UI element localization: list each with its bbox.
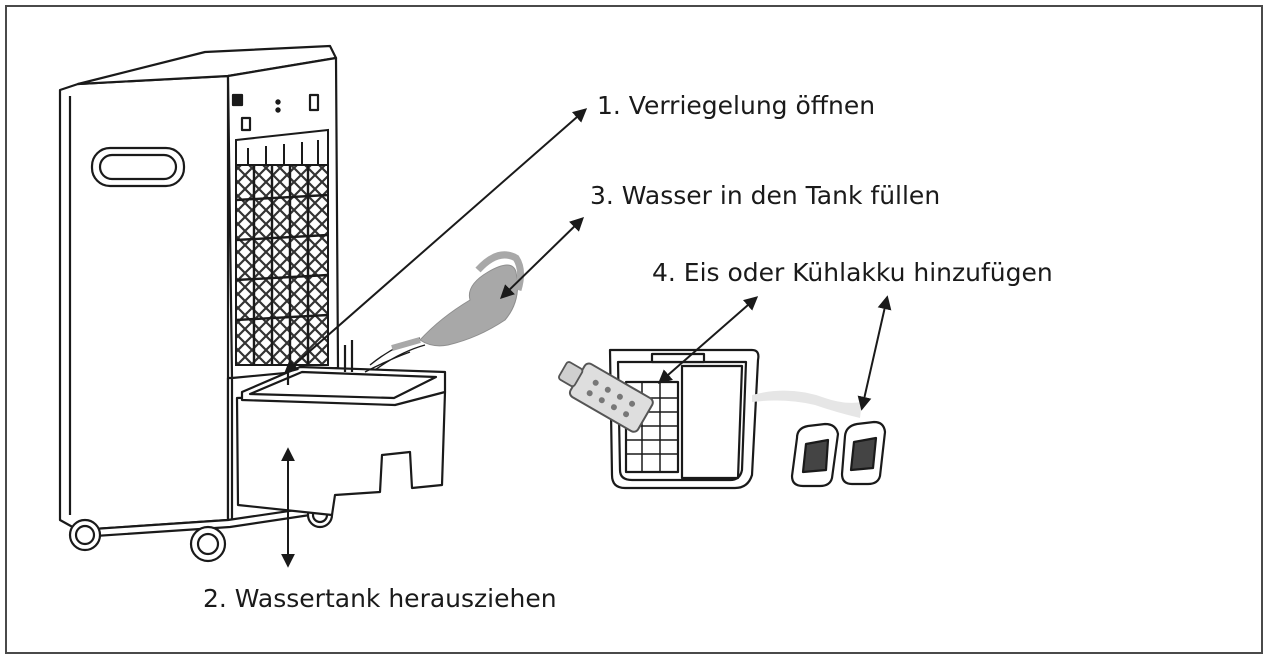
diagram-border [5, 5, 1263, 654]
motion-trail [752, 390, 862, 418]
step-2-label: 2. Wassertank herausziehen [203, 584, 557, 613]
arrow-step-3 [499, 217, 585, 299]
ice-packs [790, 420, 887, 488]
callout-arrows [281, 108, 892, 568]
arrow-step-4b [857, 295, 892, 411]
step-3-label: 3. Wasser in den Tank füllen [590, 181, 940, 210]
arrow-step-1 [283, 108, 588, 374]
step-1-label: 1. Verriegelung öffnen [597, 91, 875, 120]
ice-compartment [608, 348, 760, 490]
arrow-step-4a [657, 296, 759, 384]
step-4-label: 4. Eis oder Kühlakku hinzufügen [652, 258, 1053, 287]
watering-can [391, 251, 525, 351]
cooling-filter-grid [235, 128, 329, 366]
